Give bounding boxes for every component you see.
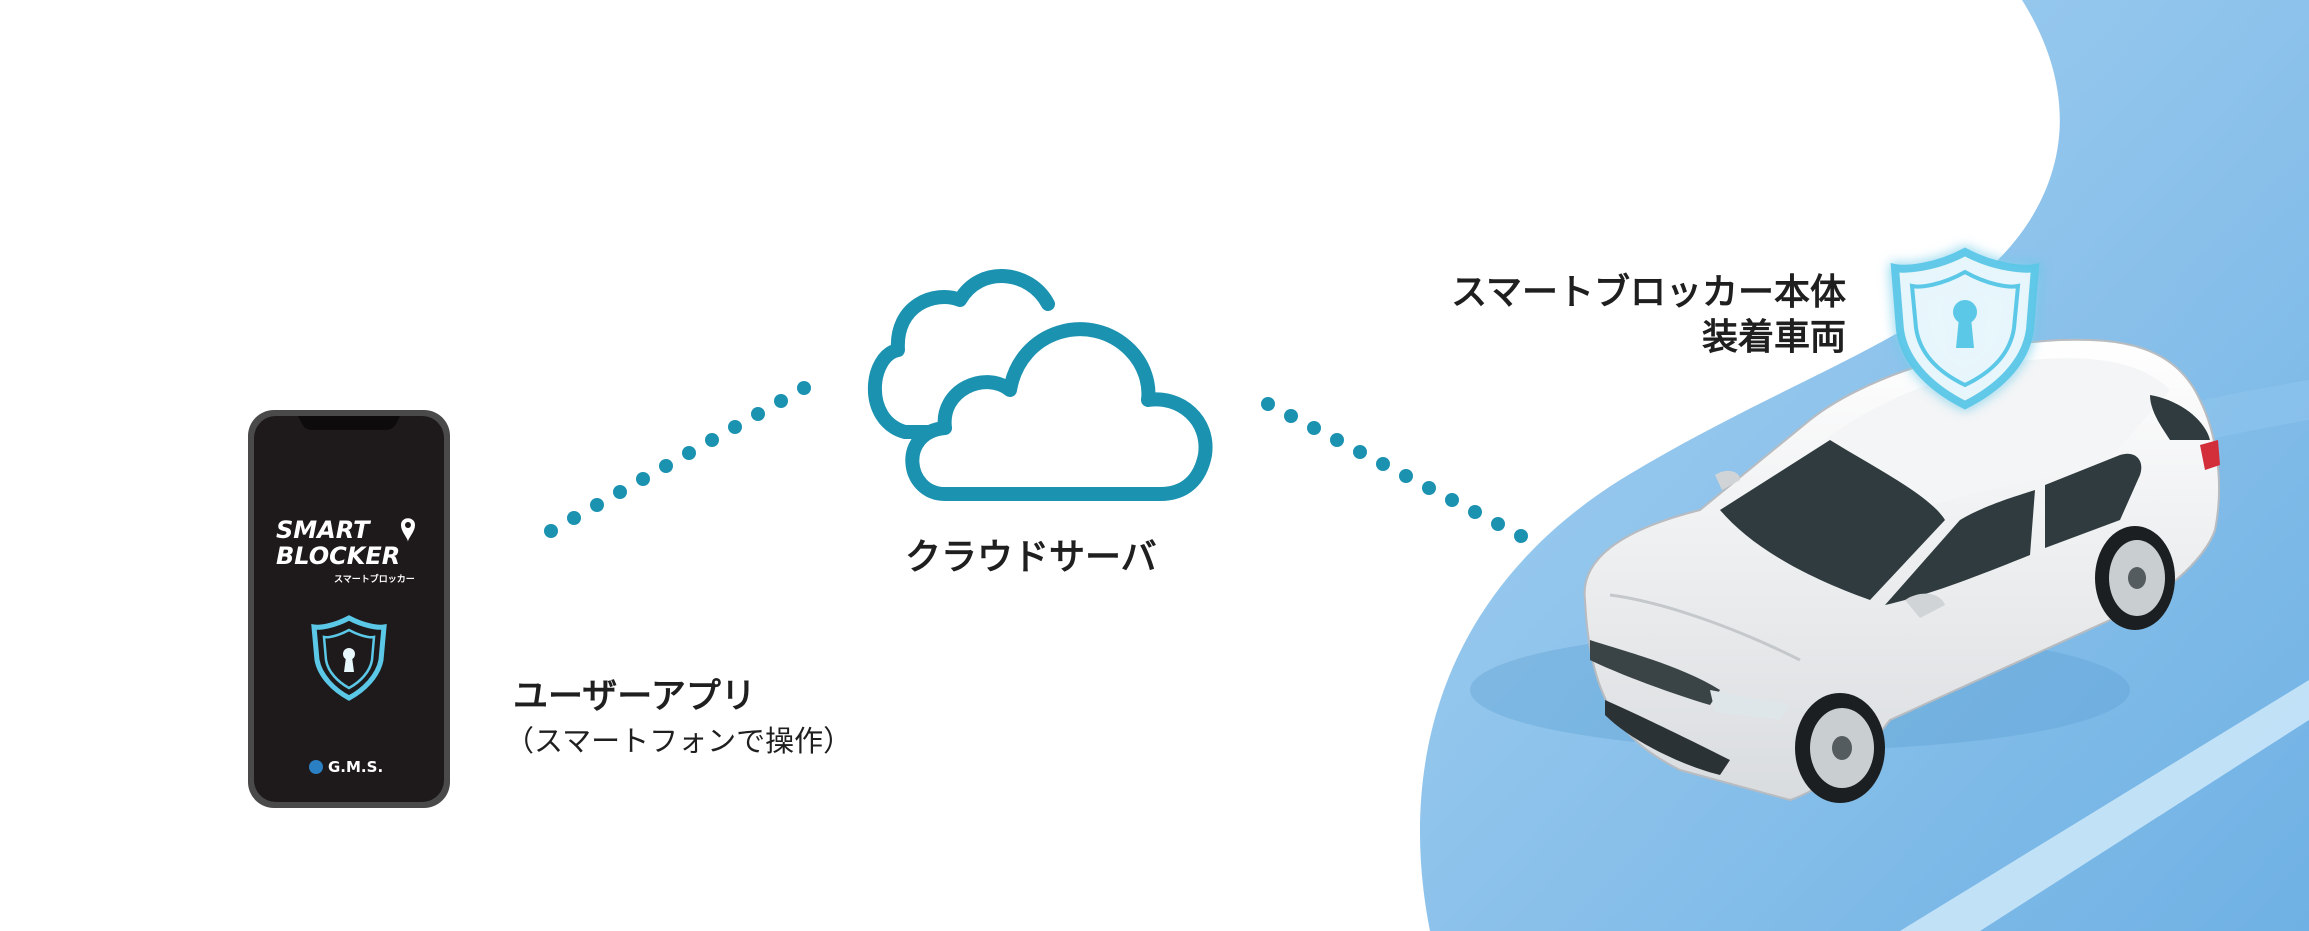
connector-dots-left [544, 381, 811, 538]
user-app-sublabel: （スマートフォンで操作） [505, 724, 853, 758]
gms-logo-icon [309, 760, 323, 774]
front-wheel [1795, 693, 1885, 803]
cloud-icon [867, 269, 1213, 501]
smartphone-icon: SMART BLOCKER スマートブロッカー G.M.S. [246, 408, 452, 810]
gms-brand: G.M.S. [328, 758, 384, 776]
cloud-server-label: クラウドサーバ [905, 537, 1157, 578]
app-logo-line2: BLOCKER [276, 542, 401, 570]
map-pin-icon [401, 518, 415, 542]
shield-lock-icon [1890, 247, 2040, 410]
user-app-label: ユーザーアプリ [513, 677, 756, 717]
car-label-line1: スマートブロッカー本体 [1451, 272, 1846, 313]
rear-wheel [2095, 526, 2175, 630]
phone-shield-icon [311, 615, 387, 701]
app-logo-kana: スマートブロッカー [334, 575, 415, 585]
app-logo-line1: SMART [276, 516, 370, 544]
connector-dots-right [1261, 397, 1528, 543]
smartphone-graphic [248, 410, 450, 808]
car-label-line2: 装着車両 [1701, 317, 1846, 358]
car-icon [1470, 338, 2220, 803]
